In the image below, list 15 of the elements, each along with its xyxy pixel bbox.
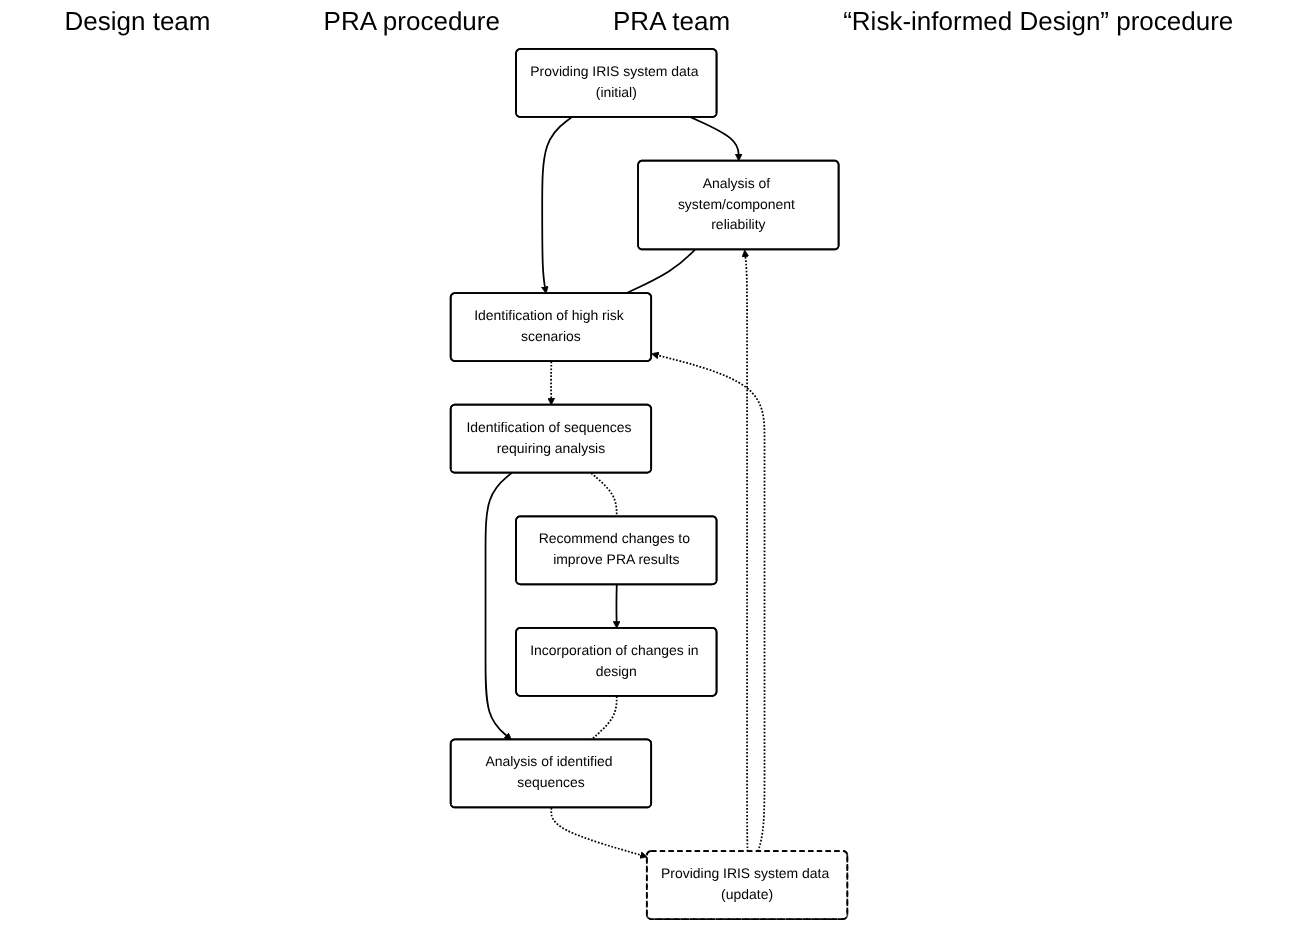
connector [590, 695, 618, 741]
arrow [541, 116, 573, 294]
arrow [741, 249, 750, 853]
arrow [651, 351, 766, 853]
column-heading: PRA procedure [323, 6, 500, 36]
arrow [690, 116, 743, 162]
connector [624, 249, 696, 295]
arrow [484, 472, 513, 741]
column-heading: “Risk-informed Design” procedure [843, 6, 1234, 36]
column-heading: Design team [64, 6, 211, 36]
column-heading: PRA team [613, 6, 731, 36]
arrow [547, 360, 556, 406]
arrow [550, 807, 648, 859]
connector [590, 472, 618, 518]
arrow [612, 583, 621, 629]
